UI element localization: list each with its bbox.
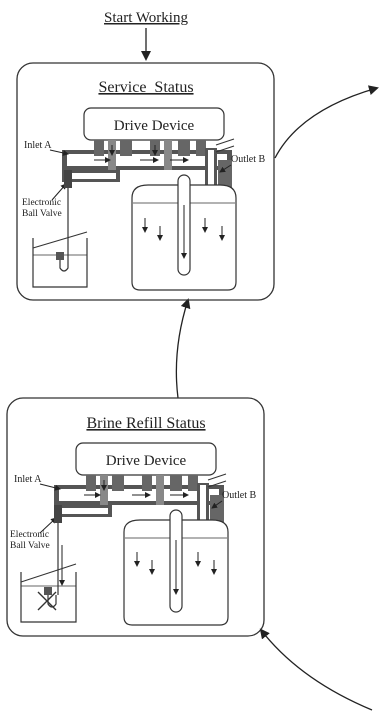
panel-title: Brine Refill Status [86,415,205,432]
ball-valve-label-line1: Electronic [10,530,49,540]
start-working-label: Start Working [104,10,188,26]
outlet-label: Outlet B [231,154,265,165]
inlet-label: Inlet A [24,140,52,151]
panel-title: Service Status [98,79,193,96]
inlet-label: Inlet A [14,474,42,485]
drive-device-label: Drive Device [114,118,195,134]
brine-refill-status-panel: Brine Refill Status Drive Device [7,398,264,636]
arrow-incoming-refill [261,630,372,710]
service-status-panel: Service Status Drive Device [17,63,274,300]
ball-valve [64,170,72,188]
drive-device-label: Drive Device [106,453,187,469]
valve-body [54,474,226,523]
arrow-refill-to-service [176,300,188,398]
brine-tank [21,564,76,622]
ball-valve [54,505,62,523]
resin-tank [124,510,228,625]
resin-tank [132,175,236,290]
ball-valve-label-line2: Ball Valve [22,209,62,219]
valve-body [62,139,234,188]
arrow-service-exit [275,88,377,158]
brine-tank [33,232,87,287]
ball-valve-label-line1: Electronic [22,198,61,208]
ball-valve-label-line2: Ball Valve [10,541,50,551]
outlet-label: Outlet B [222,490,256,501]
